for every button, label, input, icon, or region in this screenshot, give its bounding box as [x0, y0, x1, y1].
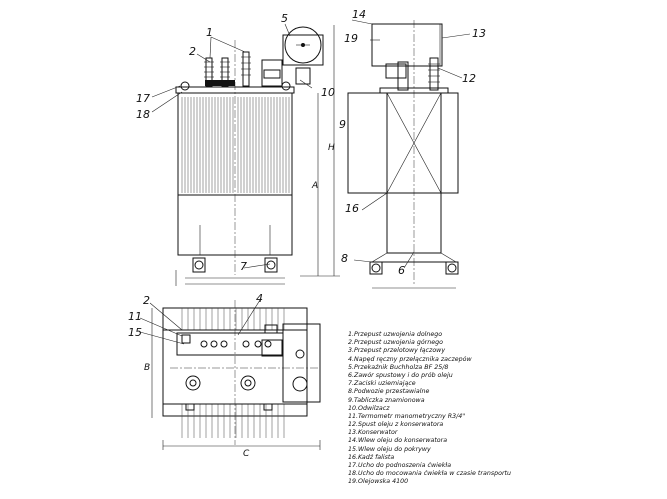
dimension-h-label: H	[328, 143, 335, 153]
legend-item: 13.Konserwator	[348, 429, 398, 437]
callout-1: 1	[206, 26, 213, 39]
plan-fins	[181, 308, 285, 438]
legend-item: 17.Ucho do podnoszenia ćwiekła	[348, 462, 452, 469]
legend-item: 12.Spust oleju z konserwatora	[348, 421, 444, 429]
callout-6: 6	[398, 264, 405, 277]
callout-9: 9	[339, 118, 346, 131]
legend-item: 16.Kadź falista	[348, 453, 395, 461]
front-bushings	[204, 51, 251, 87]
plan-callout-2: 2	[143, 294, 150, 307]
callout-12: 12	[462, 72, 476, 85]
legend-item: 6.Zawór spustowy i do prób oleju	[348, 371, 453, 379]
callout-8: 8	[341, 252, 348, 265]
legend-item: 11.Termometr manometryczny R3/4"	[348, 412, 466, 420]
legend-item: 4.Napęd ręczny przełącznika zaczepów	[348, 355, 472, 363]
callout-16: 16	[345, 202, 359, 215]
callout-7: 7	[240, 260, 247, 273]
plan-callout-4: 4	[256, 292, 263, 305]
callout-17: 17	[136, 92, 150, 105]
legend-item: 9.Tabliczka znamionowa	[348, 396, 425, 404]
callout-14: 14	[352, 8, 366, 21]
legend-item: 5.Przekaźnik Buchholza BF 25/8	[348, 363, 449, 371]
plan-callout-11: 11	[128, 310, 142, 323]
callout-18: 18	[136, 108, 150, 121]
legend-item: 18.Ucho do mocowania ćwiekła w czasie tr…	[348, 470, 512, 478]
legend-item: 1.Przepust uzwojenia dolnego	[348, 331, 443, 338]
side-view: 14 13 19 12 9 16 8 6	[339, 8, 486, 289]
callout-13: 13	[472, 27, 486, 40]
plan-callout-15: 15	[128, 326, 142, 339]
legend-item: 7.Zaciski uziemiające	[348, 380, 416, 388]
front-fins	[181, 97, 290, 193]
legend-item: 19.Olejowska 4100	[348, 478, 409, 486]
dimension-c-label: C	[243, 449, 250, 459]
dimension-b-label: B	[144, 363, 150, 373]
callout-19: 19	[344, 32, 358, 45]
front-view: A H 1 2 5 10 17 18 7	[136, 12, 340, 286]
dimension-a-label: A	[311, 181, 318, 191]
legend-item: 15.Wlew oleju do pokrywy	[348, 445, 431, 453]
legend-item: 8.Podwozie przestawialne	[348, 388, 430, 396]
legend-item: 3.Przepust przelotowy łączowy	[348, 347, 446, 355]
legend-item: 10.Odwilzacz	[348, 404, 390, 412]
parts-legend: 1.Przepust uzwojenia dolnego 2.Przepust …	[348, 331, 563, 487]
plan-view: B C 2 4 11 15	[128, 292, 321, 459]
callout-10: 10	[321, 86, 335, 99]
legend-item: 14.Wlew oleju do konserwatora	[348, 437, 448, 445]
legend-item: 2.Przepust uzwojenia górnego	[348, 339, 443, 347]
callout-5: 5	[281, 12, 288, 25]
callout-2: 2	[189, 45, 196, 58]
